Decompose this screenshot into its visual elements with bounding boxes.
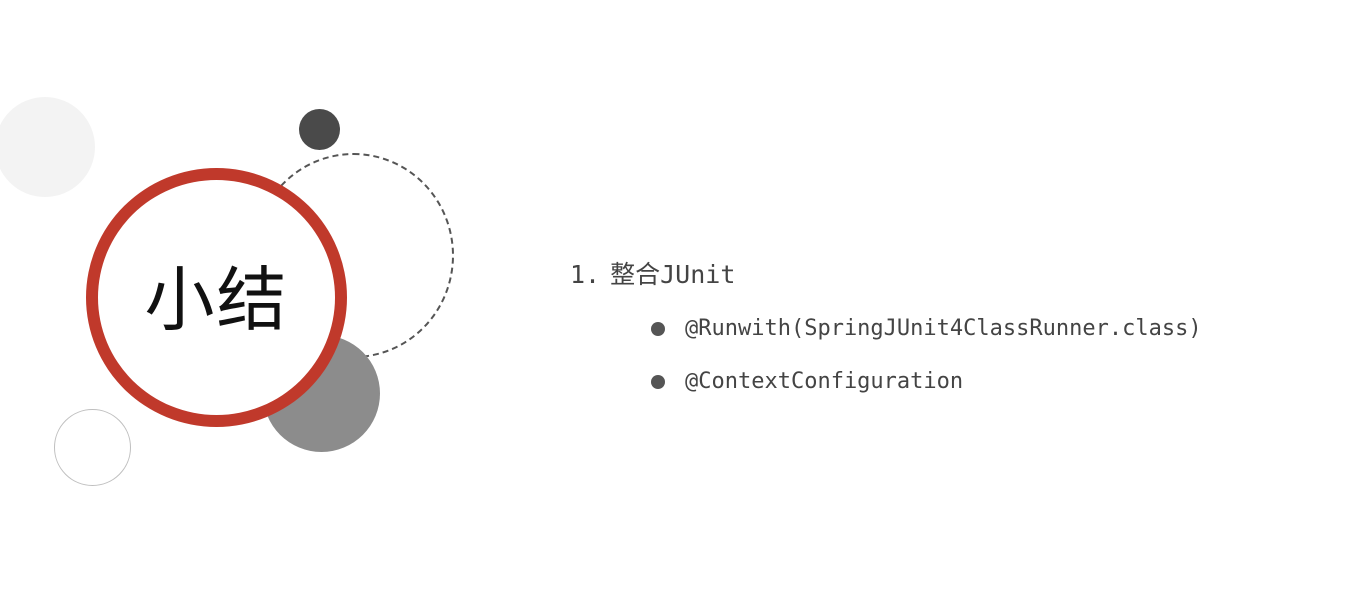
- section-number: 1.: [570, 260, 601, 289]
- summary-content: 1. 整合JUnit @Runwith(SpringJUnit4ClassRunn…: [570, 258, 1202, 420]
- slide-title: 小结: [144, 258, 289, 341]
- list-item: @ContextConfiguration: [650, 367, 1202, 397]
- small-dark-circle-decoration: [299, 109, 340, 150]
- bullet-text: @ContextConfiguration: [685, 369, 964, 394]
- section-heading: 1. 整合JUnit: [570, 258, 1202, 292]
- section-heading-text: 整合JUnit: [610, 260, 736, 289]
- bullet-dot-icon: [651, 375, 665, 389]
- outline-circle-decoration: [54, 409, 131, 486]
- title-ring: 小结: [86, 168, 347, 427]
- faint-circle-decoration: [0, 97, 95, 197]
- bullet-dot-icon: [651, 322, 665, 336]
- list-item: @Runwith(SpringJUnit4ClassRunner.class): [650, 314, 1202, 344]
- bullet-text: @Runwith(SpringJUnit4ClassRunner.class): [685, 316, 1202, 341]
- bullet-list: @Runwith(SpringJUnit4ClassRunner.class) …: [570, 314, 1202, 397]
